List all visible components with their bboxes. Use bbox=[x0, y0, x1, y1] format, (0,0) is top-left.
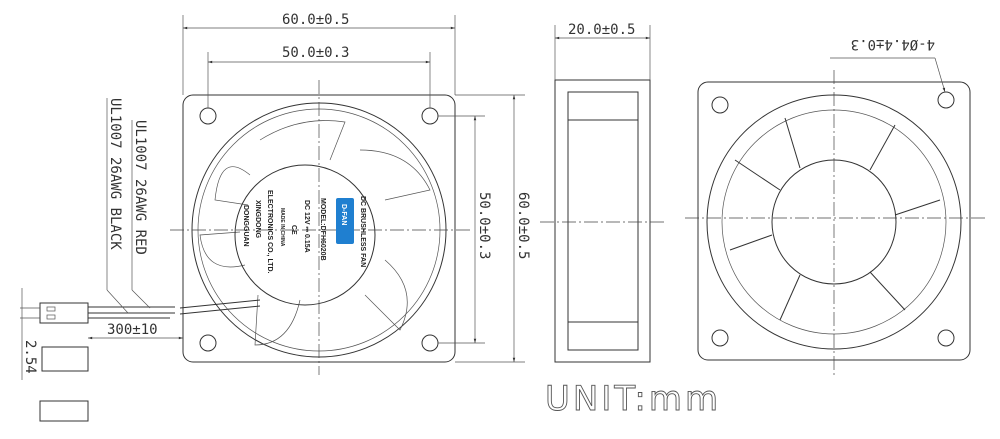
brand-badge bbox=[336, 198, 354, 244]
rating-text: DC 12V ⎓ 0.15A bbox=[303, 200, 310, 253]
dim-width-holes: 50.0±0.3 bbox=[282, 45, 349, 61]
front-view: DONGGUAN XINGDONG ELECTRONICS CO., LTD. … bbox=[170, 12, 531, 375]
back-view: 4-Ø4.4±0.3 bbox=[685, 36, 985, 375]
made-in-text: MADE IN CHINA bbox=[279, 208, 285, 247]
product-label: DONGGUAN XINGDONG ELECTRONICS CO., LTD. … bbox=[242, 190, 366, 274]
hole-spec: 4-Ø4.4±0.3 bbox=[851, 36, 935, 52]
dim-depth: 20.0±0.5 bbox=[568, 22, 635, 38]
ce-mark: CE bbox=[290, 225, 297, 235]
wire-black-label: UL1007 26AWG BLACK bbox=[107, 98, 123, 250]
maker-line1: DONGGUAN bbox=[242, 205, 249, 247]
label-arc-text: DC BRUSHLESS FAN bbox=[359, 196, 366, 267]
blades bbox=[199, 120, 431, 346]
motor-hub bbox=[771, 159, 897, 285]
connector-top bbox=[39, 302, 89, 324]
hub-label-circle bbox=[234, 164, 376, 306]
spokes bbox=[729, 117, 941, 321]
dim-height-holes: 50.0±0.3 bbox=[476, 192, 492, 259]
dim-height-outer: 60.0±0.5 bbox=[515, 192, 531, 259]
side-outline bbox=[554, 79, 651, 363]
wire-length-dim: 300±10 bbox=[107, 322, 158, 338]
wire-lead: 2.54 300±10 UL1007 26AWG BLACK UL1007 26… bbox=[20, 98, 261, 422]
maker-line3: ELECTRONICS CO., LTD. bbox=[266, 190, 273, 274]
brand-text: D-FAN bbox=[340, 204, 347, 225]
unit-label: UNIT:mm bbox=[545, 379, 721, 419]
maker-line2: XINGDONG bbox=[254, 200, 261, 239]
pitch-dim: 2.54 bbox=[22, 340, 38, 374]
connector-end bbox=[39, 400, 89, 422]
connector-side bbox=[41, 346, 89, 372]
dim-width-outer: 60.0±0.5 bbox=[282, 12, 349, 28]
model-text: MODEL:DFH6020B bbox=[319, 198, 326, 261]
wire-red-label: UL1007 26AWG RED bbox=[132, 120, 148, 255]
side-view: 20.0±0.5 bbox=[540, 22, 665, 363]
